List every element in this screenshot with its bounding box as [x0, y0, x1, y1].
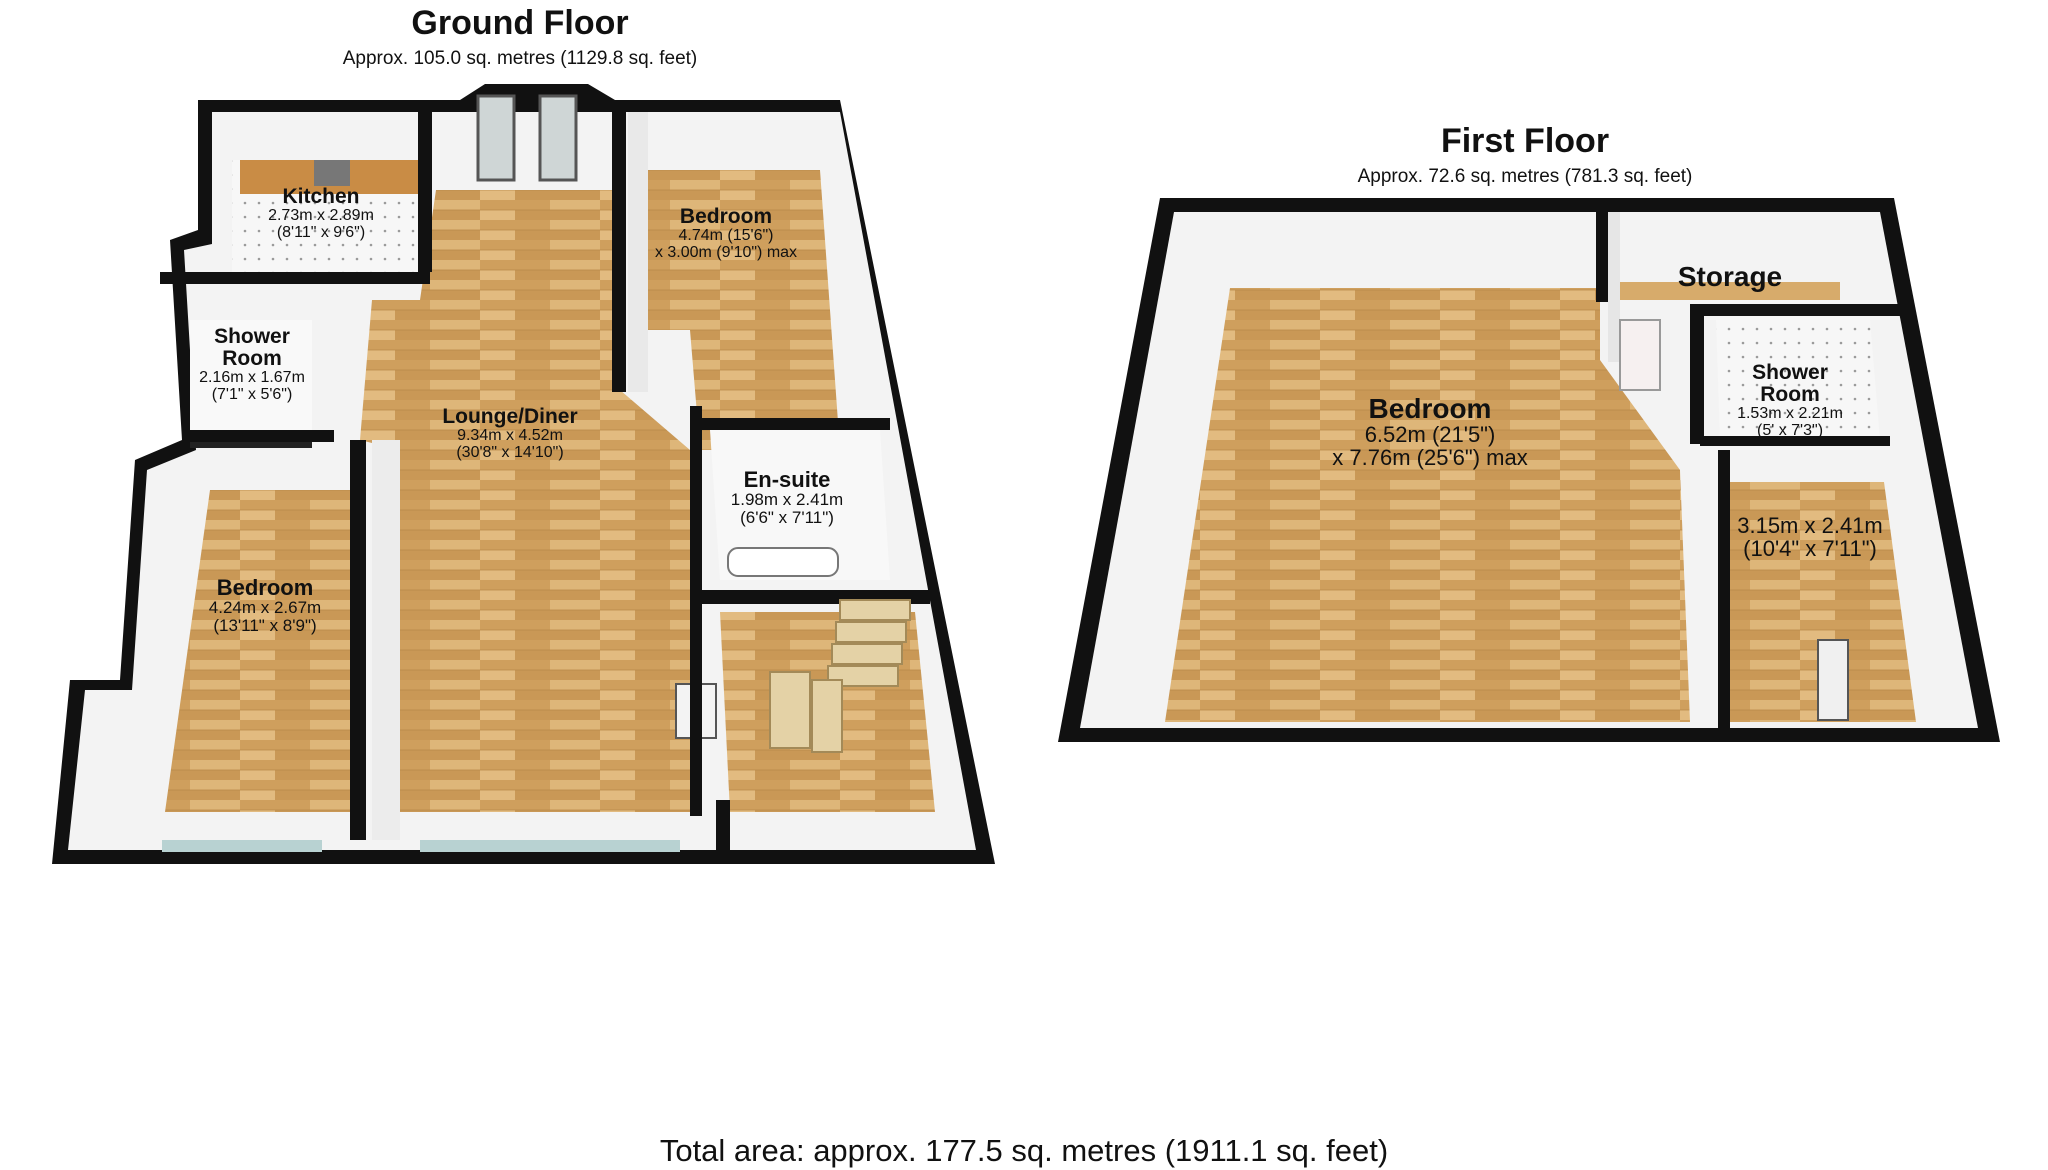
ground-floor-title: Ground Floor [411, 4, 629, 42]
first-small-room-label: 3.15m x 2.41m (10'4" x 7'11") [1710, 514, 1910, 560]
first-floor-area: Approx. 72.6 sq. metres (781.3 sq. feet) [1357, 166, 1693, 187]
en-suite-dims-metric: 1.98m x 2.41m [730, 490, 844, 510]
en-suite-dims-imperial: (6'6" x 7'11") [740, 507, 834, 527]
staircase-icon [769, 599, 911, 753]
first-shower-room-name: Shower [1752, 361, 1828, 384]
shower-room-name-line2: Room [222, 347, 282, 371]
first-small-room-dims-metric: 3.15m x 2.41m [1737, 513, 1883, 538]
ground-internal-walls [160, 112, 890, 864]
lounge-diner-label: Lounge/Diner 9.34m x 4.52m (30'8" x 14'1… [420, 405, 600, 462]
bedroom-left-dims-imperial: (13'11" x 8'9") [213, 615, 317, 635]
en-suite-name: En-suite [743, 467, 831, 492]
bath-icon [727, 547, 839, 577]
first-floor-plan [1058, 198, 2000, 742]
first-bedroom-label: Bedroom 6.52m (21'5") x 7.76m (25'6") ma… [1300, 394, 1560, 470]
shower-room-floor [190, 320, 312, 438]
patio-door-right-icon [538, 94, 578, 182]
bedroom-left-label: Bedroom 4.24m x 2.67m (13'11" x 8'9") [190, 576, 340, 635]
first-shower-room-floor [1716, 320, 1880, 440]
bedroom-front-dims-imperial: x 3.00m (9'10") max [654, 243, 798, 261]
bedroom-front-floor [630, 170, 840, 450]
first-shower-room-label: Shower Room 1.53m x 2.21m (5' x 7'3") [1720, 361, 1860, 440]
first-bedroom-dims-imperial: x 7.76m (25'6") max [1332, 445, 1528, 471]
bedroom-front-label: Bedroom 4.74m (15'6") x 3.00m (9'10") ma… [636, 205, 816, 262]
bedroom-left-dims-metric: 4.24m x 2.67m [208, 598, 322, 618]
first-bedroom-name: Bedroom [1368, 393, 1492, 424]
door-icon [1619, 319, 1661, 391]
total-area: Total area: approx. 177.5 sq. metres (19… [659, 1133, 1389, 1168]
lounge-diner-name: Lounge/Diner [442, 405, 578, 428]
first-bedroom-dims-metric: 6.52m (21'5") [1364, 422, 1496, 448]
first-small-room-dims-imperial: (10'4" x 7'11") [1743, 536, 1877, 562]
storage-floor [1610, 282, 1840, 300]
en-suite-label: En-suite 1.98m x 2.41m (6'6" x 7'11") [712, 468, 862, 527]
patio-door-left-icon [476, 94, 516, 182]
first-floor-title: First Floor [1440, 122, 1610, 160]
shower-room-label: Shower Room 2.16m x 1.67m (7'1" x 5'6") [182, 325, 322, 404]
ground-floor-plan [52, 84, 995, 864]
lounge-diner-dims-metric: 9.34m x 4.52m [457, 427, 563, 445]
radiator-icon-first [1817, 639, 1849, 721]
en-suite-floor [710, 430, 890, 580]
shower-room-dims-metric: 2.16m x 1.67m [199, 369, 305, 387]
lounge-diner-dims-imperial: (30'8" x 14'10") [456, 443, 564, 461]
shower-room-name: Shower [214, 325, 290, 348]
first-shower-room-dims-metric: 1.53m x 2.21m [1737, 405, 1843, 423]
ground-floor-area: Approx. 105.0 sq. metres (1129.8 sq. fee… [342, 48, 698, 69]
first-small-room-floor [1726, 482, 1916, 722]
first-shower-room-name-line2: Room [1760, 383, 1820, 407]
first-bedroom-floor [1165, 288, 1690, 722]
bedroom-left-name: Bedroom [216, 575, 314, 600]
bedroom-left-floor [165, 490, 360, 812]
shower-room-dims-imperial: (7'1" x 5'6") [211, 385, 293, 403]
kitchen-name: Kitchen [282, 185, 360, 208]
kitchen-hob-icon [314, 160, 350, 186]
kitchen-dims-metric: 2.73m x 2.89m [268, 207, 374, 225]
first-shower-room-dims-imperial: (5' x 7'3") [1756, 421, 1824, 439]
bedroom-front-dims-metric: 4.74m (15'6") [678, 227, 774, 245]
kitchen-label: Kitchen 2.73m x 2.89m (8'11" x 9'6") [246, 185, 396, 242]
storage-label: Storage [1660, 261, 1800, 292]
kitchen-dims-imperial: (8'11" x 9'6") [276, 223, 366, 241]
storage-name: Storage [1677, 261, 1783, 292]
bedroom-front-name: Bedroom [679, 205, 773, 228]
